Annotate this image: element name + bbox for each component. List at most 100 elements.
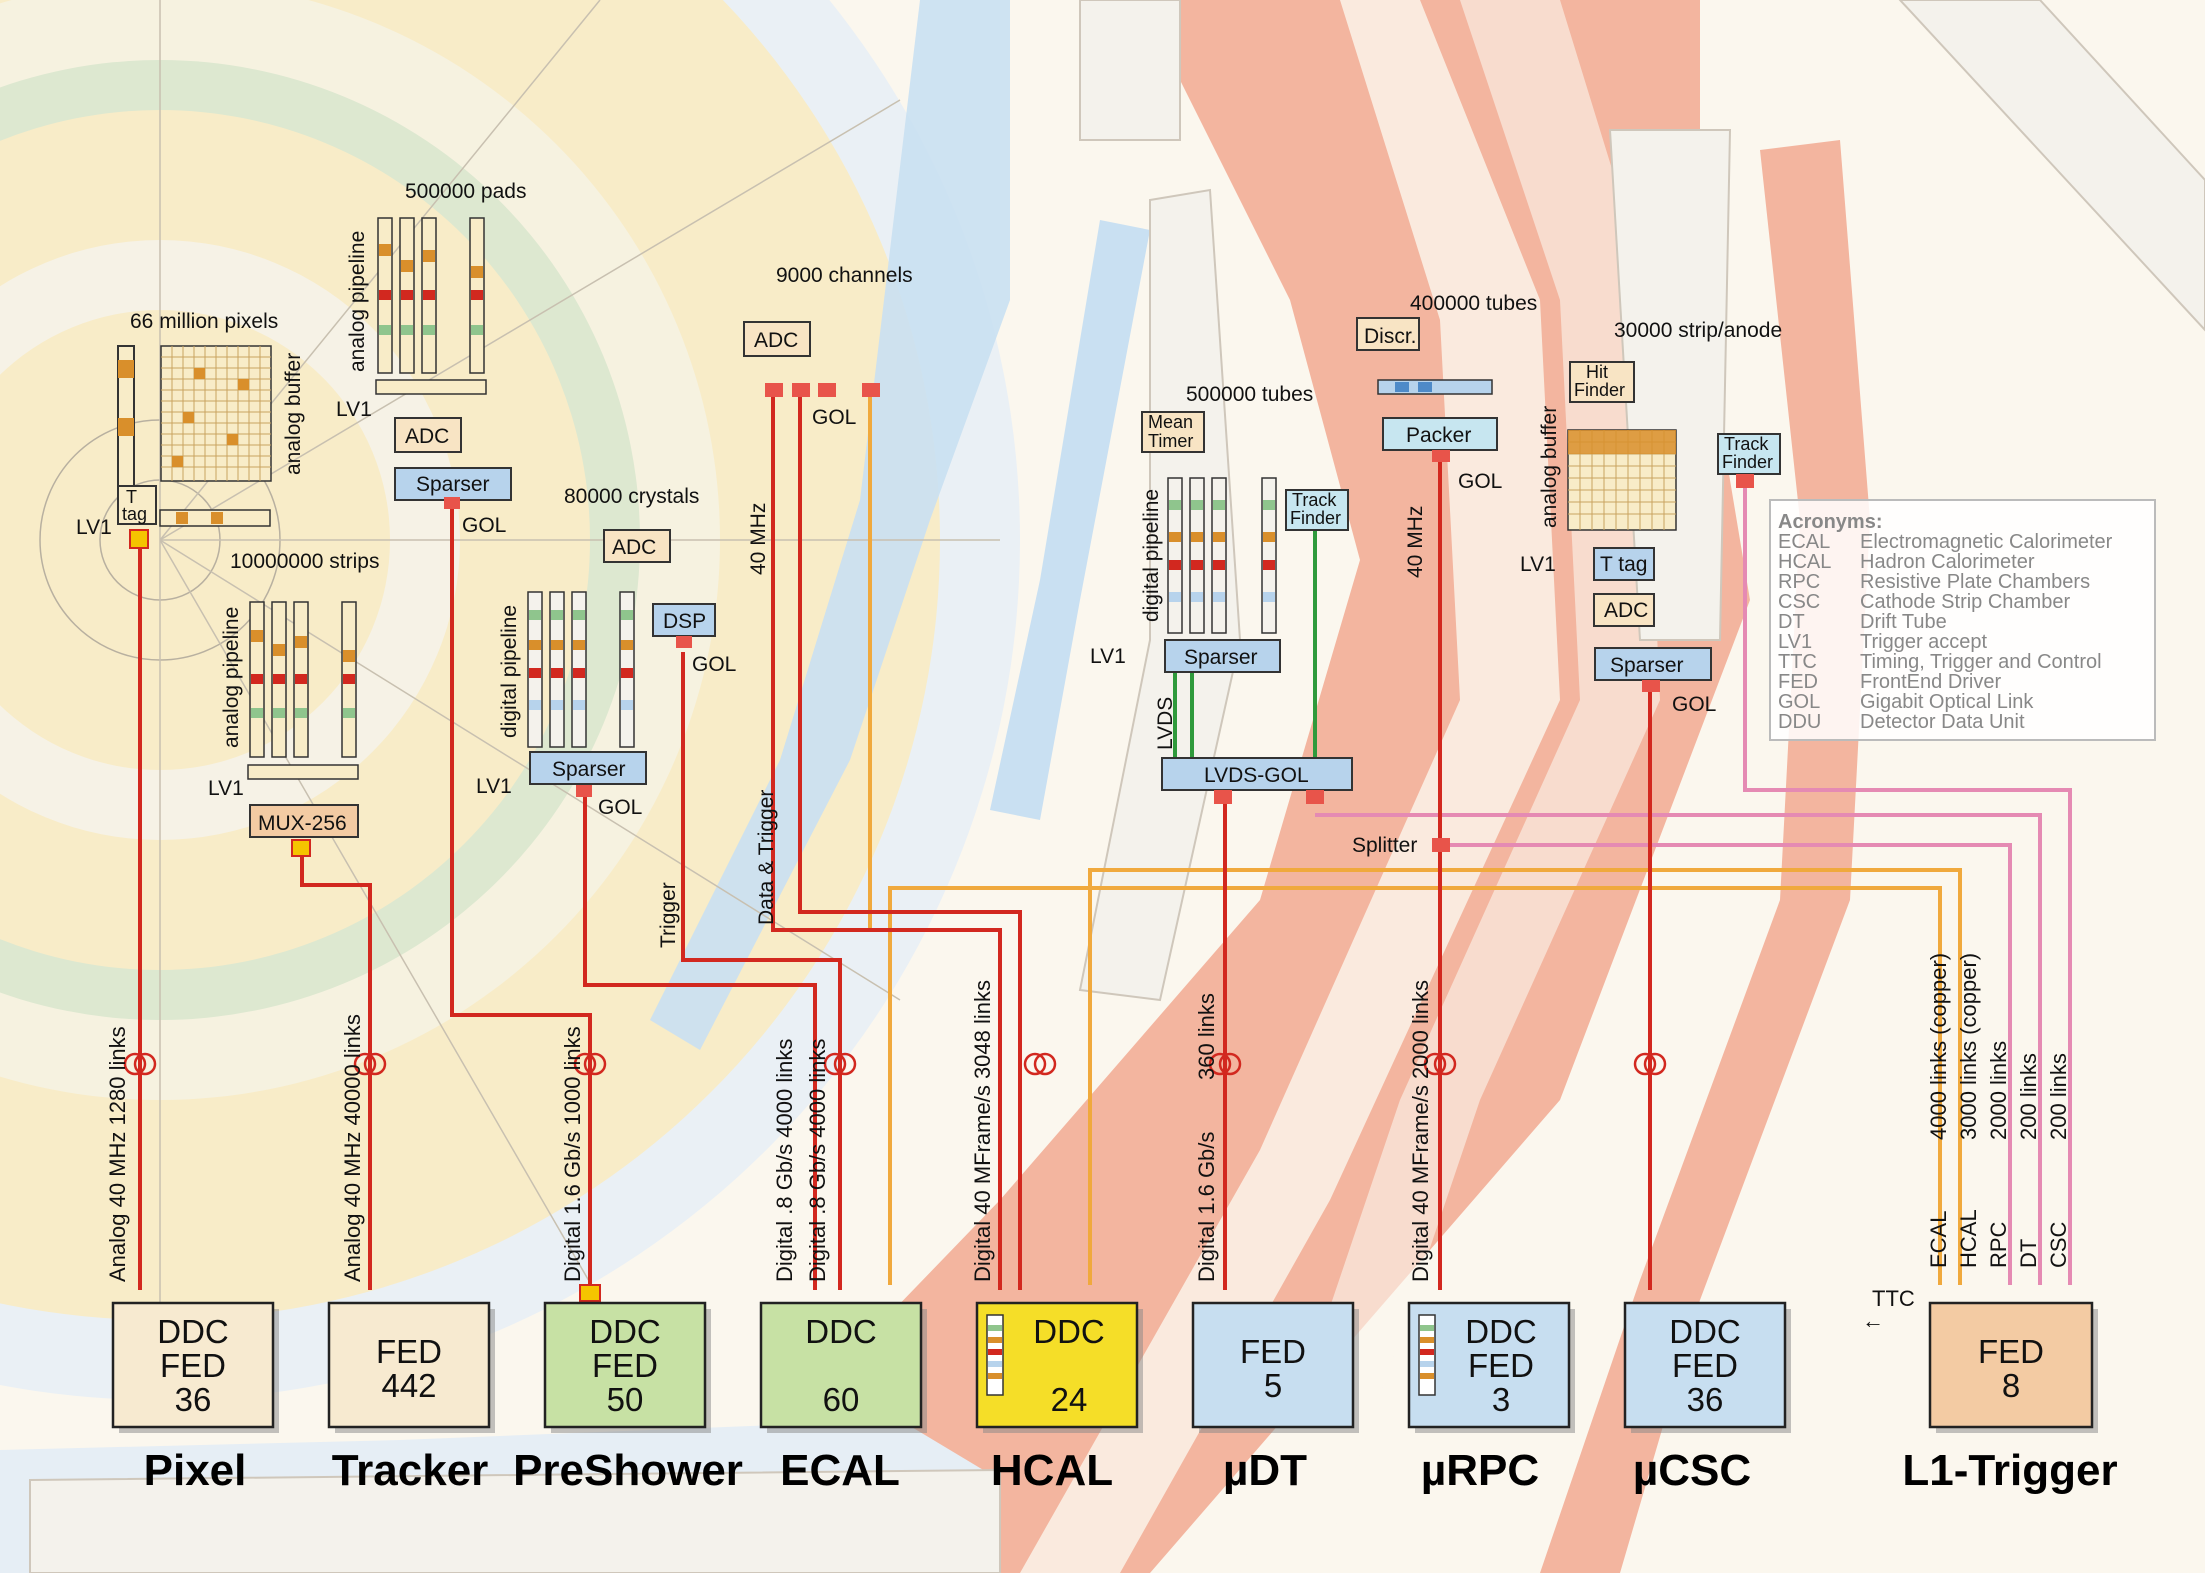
trigger-label: Trigger bbox=[657, 882, 680, 948]
tracker-analog-pipeline-label: analog pipeline bbox=[346, 231, 369, 372]
murpc-crate-stripe-cell bbox=[1420, 1337, 1434, 1343]
csc-gol-label: GOL bbox=[1672, 693, 1716, 716]
mean-label: Mean bbox=[1148, 412, 1193, 432]
link-preshower bbox=[450, 492, 592, 1290]
csc-adc-box bbox=[1593, 593, 1655, 627]
acronym-text: Trigger accept bbox=[1860, 631, 1988, 653]
hcal-40mhz-label: 40 MHz bbox=[747, 503, 770, 575]
rpc-40mhz-label: 40 MHz bbox=[1404, 506, 1427, 578]
dt-digital-pipeline-label: digital pipeline bbox=[1140, 489, 1163, 622]
l1trigger-crate bbox=[1928, 1301, 2094, 1429]
mucsc-frontend bbox=[1567, 361, 1781, 692]
fiber-coil-icon bbox=[823, 1052, 857, 1076]
ecal-detector-label: ECAL bbox=[780, 1446, 900, 1495]
hcal-adc-label: ADC bbox=[754, 329, 798, 352]
lvds-label: LVDS bbox=[1154, 697, 1177, 750]
mucsc-crate bbox=[1623, 1301, 1787, 1429]
dsp-label: DSP bbox=[663, 610, 706, 633]
fiber-coil-icon bbox=[123, 1052, 157, 1076]
crystals-count-label: 80000 crystals bbox=[564, 485, 699, 508]
fiber-coil-icon bbox=[573, 1052, 607, 1076]
pixel-detector-label: Pixel bbox=[144, 1446, 247, 1495]
hcal-gol-label: GOL bbox=[812, 406, 856, 429]
pixel-frontend bbox=[117, 345, 272, 549]
data-trigger-label: Data & Trigger bbox=[755, 790, 778, 925]
mucsc-detector-label: µCSC bbox=[1633, 1446, 1751, 1495]
hit-label: Hit bbox=[1586, 362, 1608, 382]
murpc-crate-line: FED bbox=[1468, 1347, 1534, 1384]
hit-finder-label: Finder bbox=[1574, 380, 1625, 400]
preshower-digital-pipeline-label: digital pipeline bbox=[498, 605, 521, 738]
csc-lv1-label: LV1 bbox=[1520, 553, 1556, 576]
channels-count-label: 9000 channels bbox=[776, 264, 913, 287]
mudt-frontend bbox=[1141, 411, 1353, 804]
mucsc-crate-line: 36 bbox=[1687, 1381, 1724, 1418]
fiber-coil-icon bbox=[1208, 1052, 1242, 1076]
ecal-adc-label: ADC bbox=[612, 536, 656, 559]
murpc-crate-stripe-cell bbox=[1420, 1361, 1434, 1367]
preshower-gol-label: GOL bbox=[598, 796, 642, 819]
trigger-input-ecal: ECAL bbox=[1926, 1211, 1951, 1268]
dt-lv1-label: LV1 bbox=[1090, 645, 1126, 668]
hit-finder-box bbox=[1569, 361, 1635, 403]
link-label-hcal: Digital 40 MFrame/s 3048 links bbox=[970, 980, 995, 1282]
acronym-abbr: LV1 bbox=[1778, 631, 1812, 653]
pink-link-rpc bbox=[1440, 843, 2012, 1285]
orange-link-hcal bbox=[1088, 868, 1962, 1285]
l1trigger-crate-line: 8 bbox=[2002, 1367, 2020, 1404]
trigger-link-dt: 200 links bbox=[2016, 1053, 2041, 1140]
link-label-murpc: Digital 40 MFrame/s 2000 links bbox=[1408, 980, 1433, 1282]
acronyms-title: Acronyms: bbox=[1778, 511, 1882, 533]
preshower-crate-line: DDC bbox=[589, 1313, 661, 1350]
mux-box bbox=[249, 804, 359, 838]
csc-track-finder-box bbox=[1717, 433, 1781, 475]
dsp-gol-label: GOL bbox=[692, 653, 736, 676]
dt-pipeline-columns bbox=[1167, 477, 1277, 634]
tracker-lv1-label: LV1 bbox=[336, 398, 372, 421]
strips-analog-pipeline-label: analog pipeline bbox=[220, 607, 243, 748]
rpc-tubes-label: 400000 tubes bbox=[1410, 292, 1537, 315]
acronym-abbr: DT bbox=[1778, 611, 1805, 633]
acronym-abbr: DDU bbox=[1778, 711, 1821, 733]
acronym-abbr: RPC bbox=[1778, 571, 1820, 593]
pixel-tag-label: tag bbox=[122, 504, 147, 524]
acronym-abbr: CSC bbox=[1778, 591, 1820, 613]
mucsc-crate-line: FED bbox=[1672, 1347, 1738, 1384]
dt-track-finder-box bbox=[1285, 489, 1349, 531]
acronym-abbr: ECAL bbox=[1778, 531, 1830, 553]
link-label-pixel: Analog 40 MHz 1280 links bbox=[105, 1026, 130, 1282]
link-label-ecal-2: Digital .8 Gb/s 4000 links bbox=[805, 1039, 830, 1282]
mean-timer-box bbox=[1141, 411, 1205, 453]
trigger-link-ecal: 4000 links (copper) bbox=[1926, 953, 1951, 1140]
acronym-text: Detector Data Unit bbox=[1860, 711, 2025, 733]
acronym-text: Hadron Calorimeter bbox=[1860, 551, 2035, 573]
link-ecal-1 bbox=[771, 390, 1002, 1290]
trigger-input-csc: CSC bbox=[2046, 1221, 2071, 1268]
pixel-t-tag-label: T bbox=[126, 487, 137, 507]
csc-finder-label: Finder bbox=[1722, 452, 1773, 472]
csc-sparser-box bbox=[1594, 647, 1712, 681]
murpc-frontend bbox=[1356, 317, 1498, 852]
preshower-lv1-label: LV1 bbox=[476, 775, 512, 798]
splitter-node bbox=[1432, 838, 1450, 852]
mudt-crate-line: FED bbox=[1240, 1333, 1306, 1370]
link-label-ecal-1: Digital .8 Gb/s 4000 links bbox=[772, 1039, 797, 1282]
mudt-detector-label: µDT bbox=[1223, 1446, 1307, 1495]
hcal-crate-stripe-cell bbox=[988, 1337, 1002, 1343]
fiber-coil-icon bbox=[1023, 1052, 1057, 1076]
link-label-preshower: Digital 1.6 Gb/s 1000 links bbox=[560, 1026, 585, 1282]
acronym-text: FrontEnd Driver bbox=[1860, 671, 2001, 693]
preshower-crate bbox=[543, 1301, 707, 1429]
tracker-adc-label: ADC bbox=[405, 425, 449, 448]
pixel-crate-line: DDC bbox=[157, 1313, 229, 1350]
pixel-crate-line: 36 bbox=[175, 1381, 212, 1418]
pink-link-dt bbox=[1315, 813, 2042, 1285]
fiber-coil-icon bbox=[1633, 1052, 1667, 1076]
mudt-crate bbox=[1191, 1301, 1355, 1429]
packer-label: Packer bbox=[1406, 424, 1471, 447]
csc-track-label: Track bbox=[1724, 434, 1769, 454]
tracker-pipeline-columns bbox=[377, 217, 485, 374]
trigger-link-hcal: 3000 links (copper) bbox=[1956, 953, 1981, 1140]
